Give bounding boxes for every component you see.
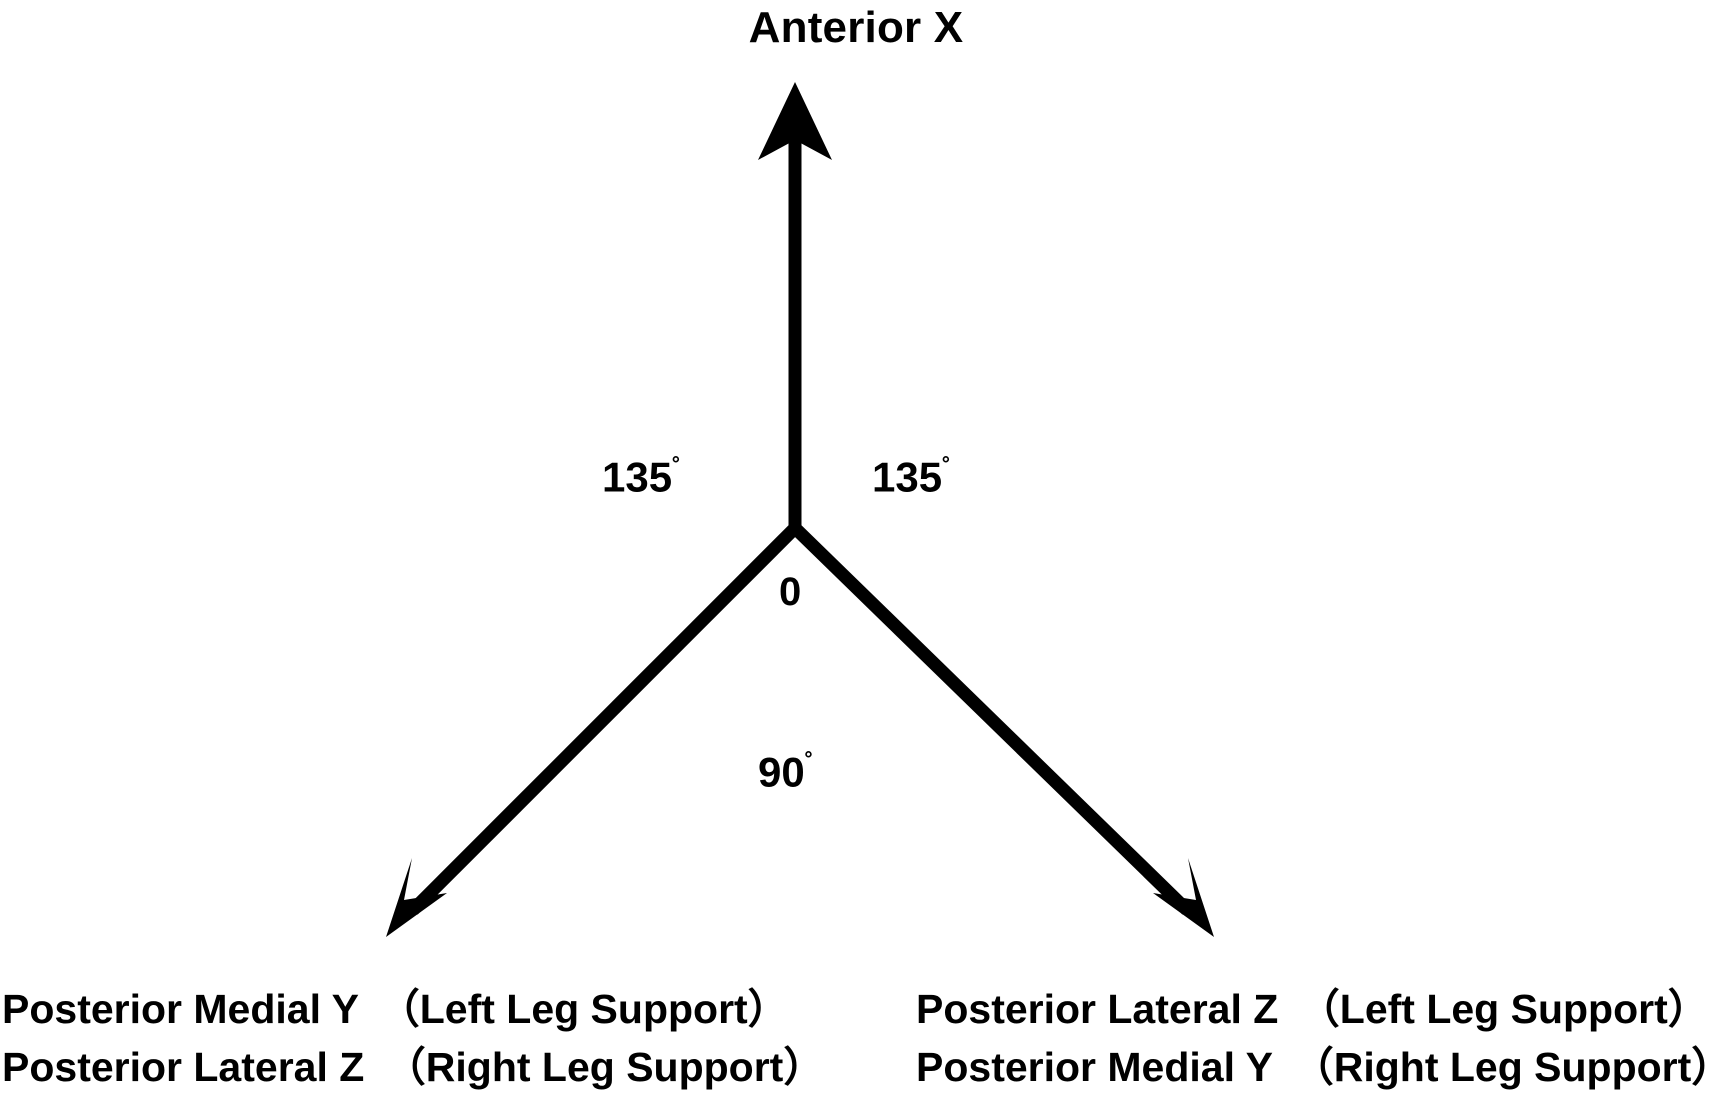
legend-right: Posterior Lateral Z （Left Leg Support） P… [916,980,1712,1096]
angle-bottom-value: 90 [758,748,805,796]
degree-symbol-icon: ˚ [672,453,681,483]
angle-left-value: 135 [602,453,673,501]
legend-left-line-1: Posterior Medial Y （Left Leg Support） [2,986,789,1032]
anterior-arrowhead-icon [758,82,832,160]
angle-label-left: 135˚ [602,455,681,498]
angle-label-right: 135˚ [872,455,951,498]
down-left-axis-line [408,523,800,915]
legend-right-line-2: Posterior Medial Y （Right Leg Support） [916,1044,1712,1091]
angle-label-bottom: 90˚ [758,750,813,793]
down-right-arrowhead-icon [1153,858,1214,937]
degree-symbol-icon: ˚ [942,453,951,483]
angle-right-value: 135 [872,453,943,501]
down-left-arrowhead-icon [386,858,447,937]
down-right-axis-line [790,523,1192,915]
legend-left: Posterior Medial Y （Left Leg Support） Po… [2,980,824,1096]
degree-symbol-icon: ˚ [804,748,814,778]
page-title: Anterior X [748,3,964,52]
legend-left-line-2: Posterior Lateral Z （Right Leg Support） [2,1044,825,1091]
origin-label: 0 [779,570,802,614]
legend-right-line-1: Posterior Lateral Z （Left Leg Support） [916,986,1709,1032]
